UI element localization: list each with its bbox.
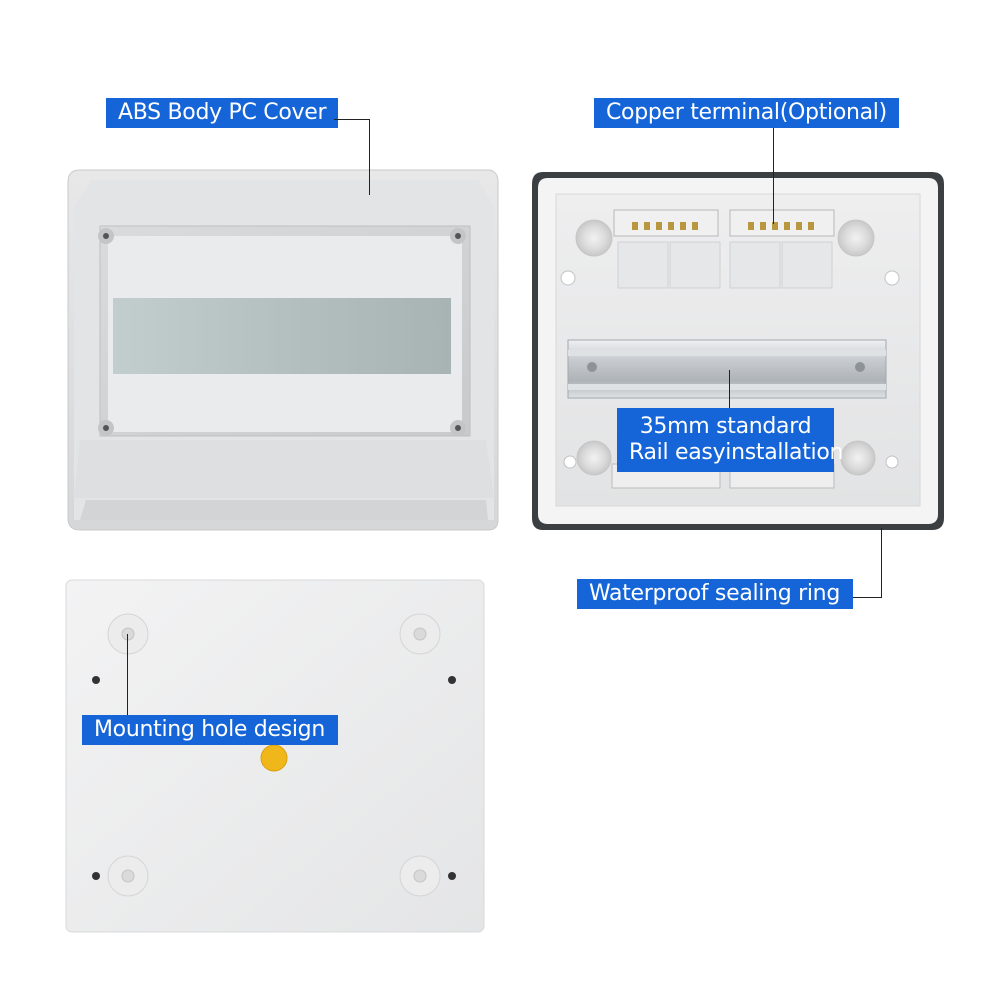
callout-copper-terminal: Copper terminal(Optional) <box>594 98 899 128</box>
callout-din-rail: 35mm standard Rail easyinstallation <box>617 408 844 472</box>
leader-line <box>729 370 730 408</box>
pc-sticker-icon <box>260 744 288 772</box>
base-box <box>532 172 944 530</box>
leader-line <box>773 128 774 224</box>
pc-cover <box>67 169 499 531</box>
leader-line <box>369 119 370 195</box>
callout-mounting-hole-design: Mounting hole design <box>82 715 338 745</box>
callout-din-rail-line2: Rail easyinstallation <box>629 440 844 465</box>
leader-line <box>334 119 370 120</box>
leader-line <box>853 597 882 598</box>
leader-line <box>881 528 882 598</box>
callout-abs-body-pc-cover: ABS Body PC Cover <box>106 98 339 128</box>
leader-line <box>127 634 128 715</box>
callout-din-rail-line1: 35mm standard <box>639 414 812 439</box>
callout-waterproof-sealing-ring: Waterproof sealing ring <box>577 579 853 609</box>
back-panel <box>65 579 485 933</box>
